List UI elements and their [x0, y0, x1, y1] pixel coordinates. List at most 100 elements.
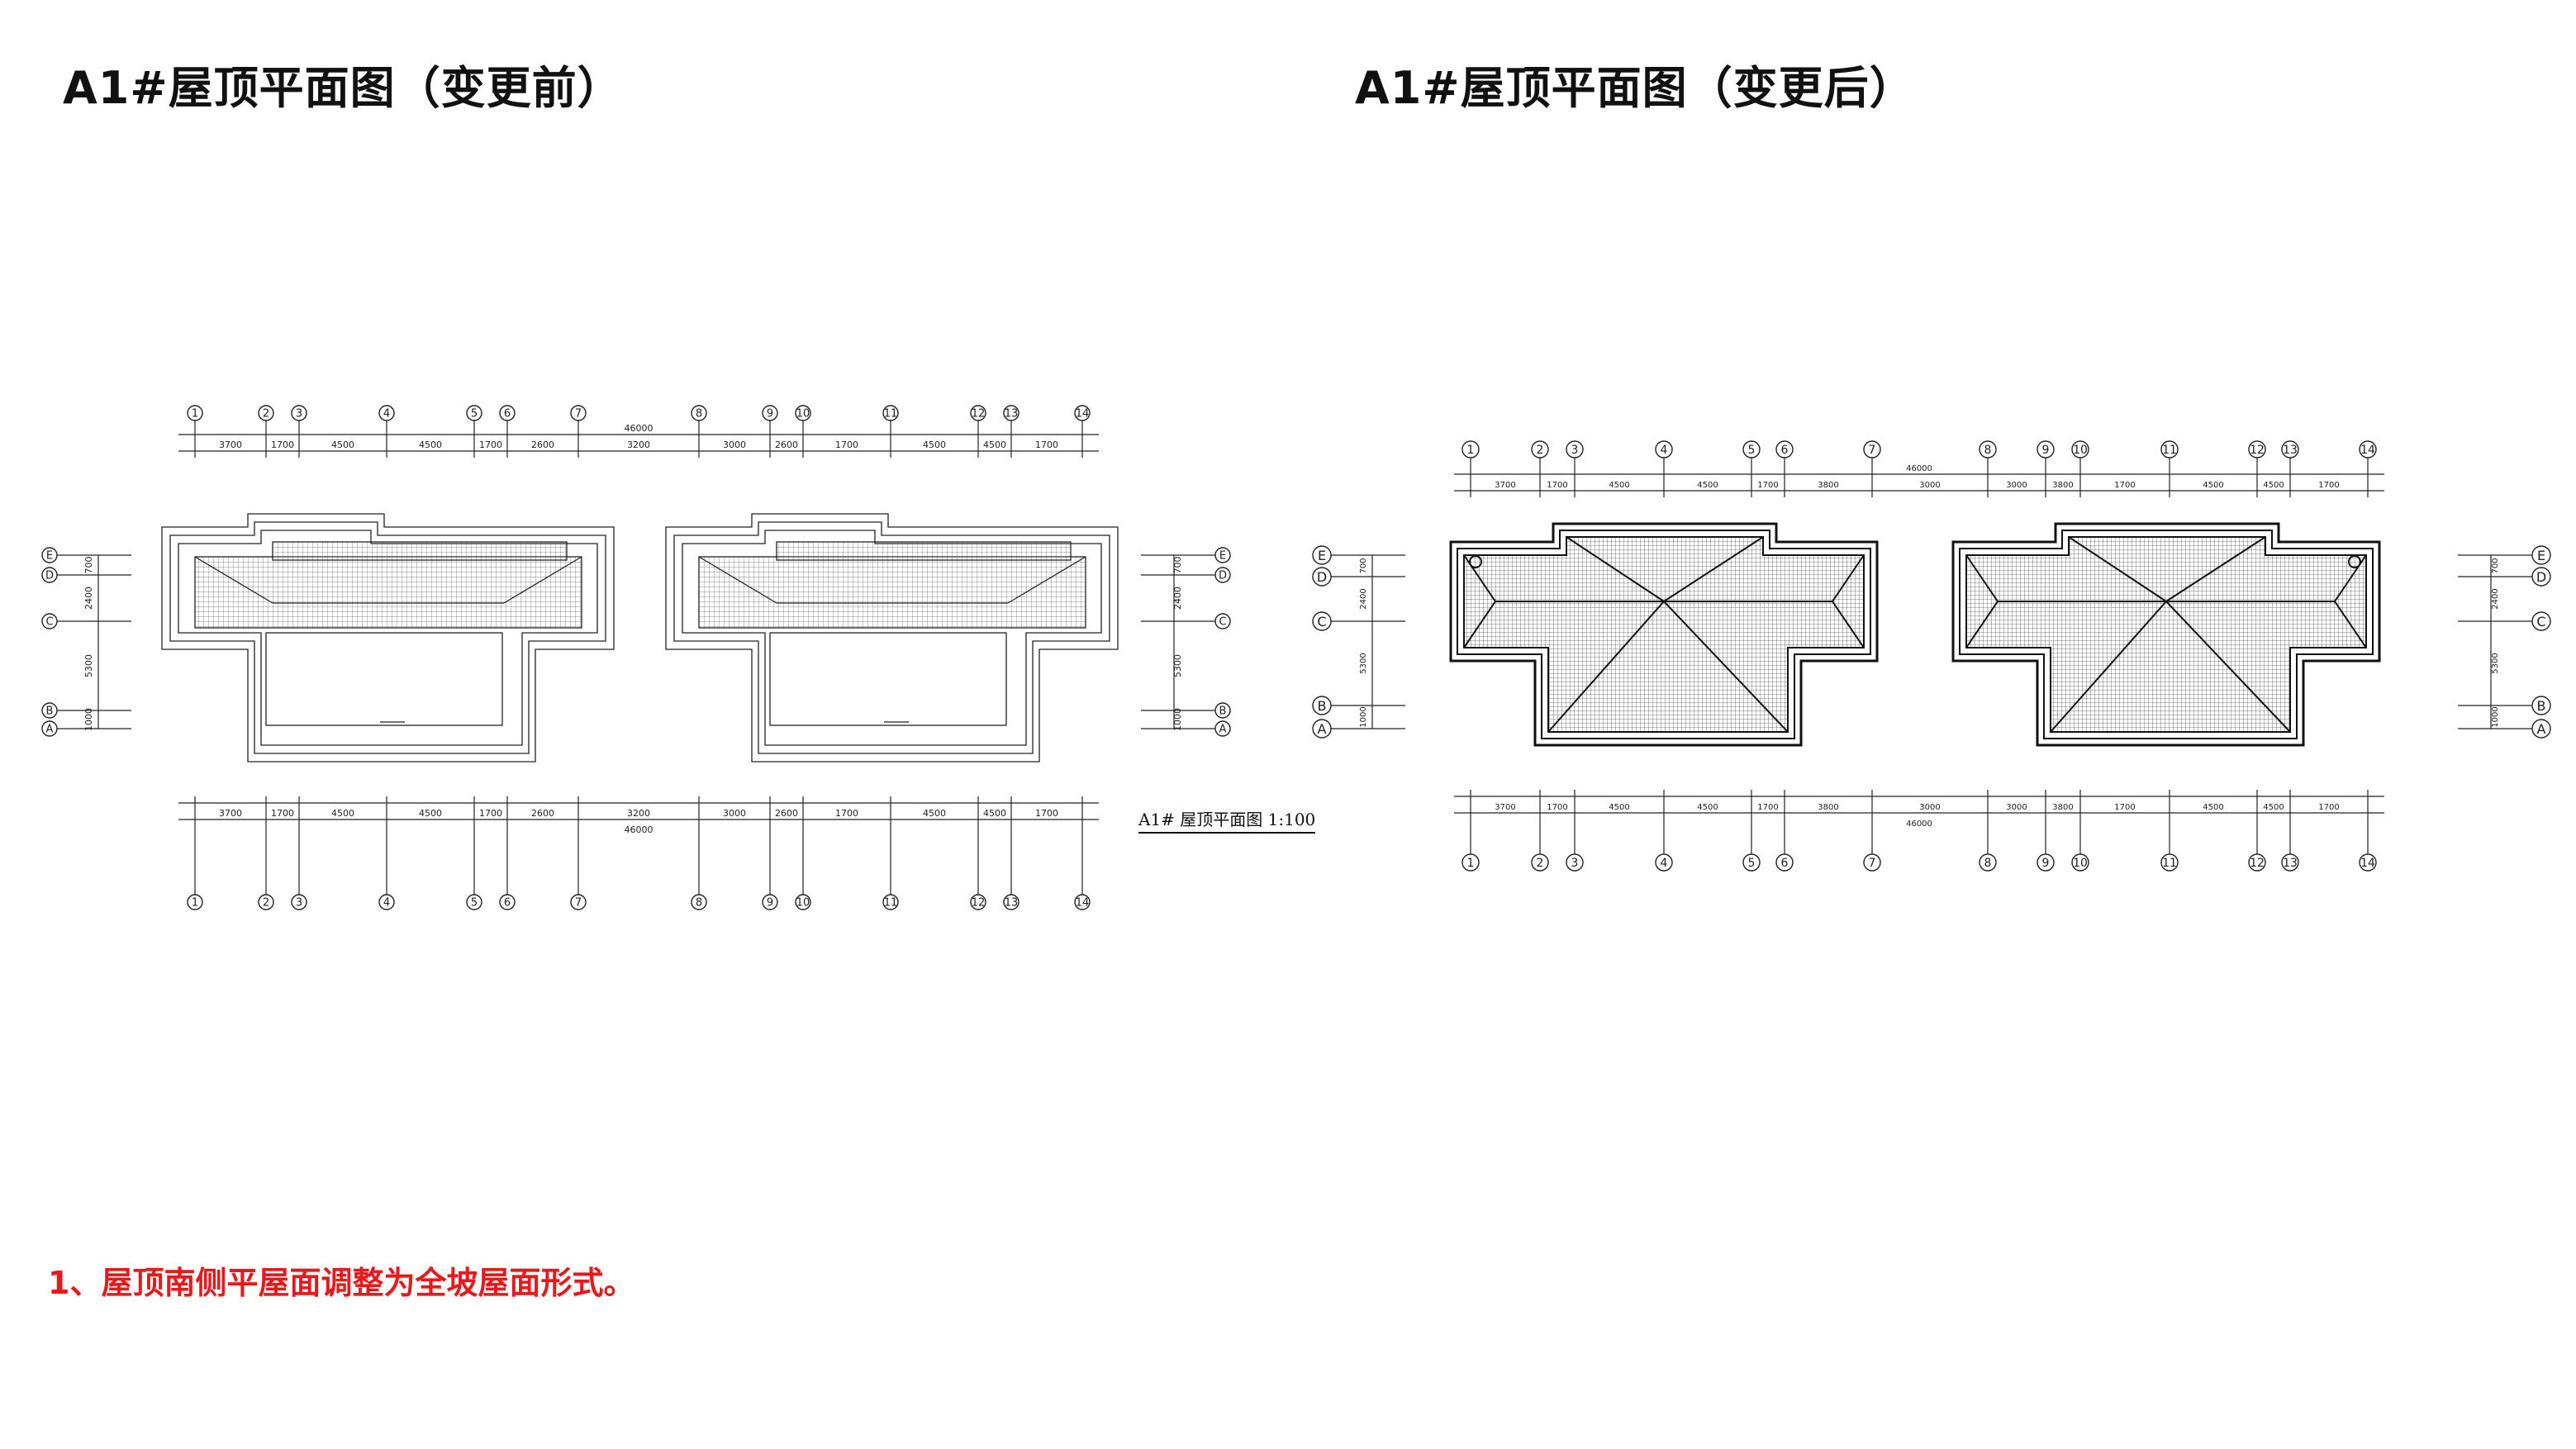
row-dim: 1000	[1172, 708, 1183, 731]
row-dim: 700	[83, 557, 94, 574]
axis-label: 9	[2042, 857, 2050, 870]
segment-dim: 4500	[331, 439, 354, 450]
row-label: B	[46, 705, 54, 718]
segment-dim: 2600	[775, 808, 798, 819]
row-dim: 700	[1172, 557, 1183, 574]
row-bubble	[1312, 611, 1332, 631]
segment-dim: 3000	[2006, 481, 2027, 490]
segment-dim: 1700	[1547, 803, 1567, 812]
row-bubble	[41, 547, 58, 563]
axis-label: 9	[767, 897, 773, 910]
dimension-texts: 3700370017001700450045004500450017001700…	[219, 423, 1058, 835]
row-label: E	[1318, 548, 1326, 563]
segment-dim: 4500	[331, 808, 354, 819]
axis-label: 1	[1467, 857, 1475, 870]
row-bubble	[1214, 547, 1231, 563]
segment-dim: 3800	[1818, 803, 1838, 812]
row-label: E	[2537, 548, 2545, 563]
segment-dim: 2600	[775, 439, 798, 450]
segment-dim: 1700	[479, 439, 502, 450]
segment-dim: 2600	[531, 439, 554, 450]
axis-label: 5	[1748, 857, 1756, 870]
row-label: A	[2537, 721, 2546, 737]
axis-label: 6	[1781, 857, 1789, 870]
axis-label: 2	[1537, 857, 1544, 870]
row-dim: 5300	[1172, 654, 1183, 677]
segment-dim: 4500	[923, 439, 946, 450]
segment-dim: 1700	[1757, 481, 1778, 490]
axis-label: 1	[192, 897, 198, 910]
row-dim: 5300	[2491, 653, 2500, 673]
row-bubble	[41, 702, 58, 719]
axis-label: 6	[504, 408, 511, 420]
row-label: C	[45, 616, 53, 629]
segment-dim: 3800	[2052, 481, 2073, 490]
axis-label: 10	[2073, 444, 2088, 457]
row-label: A	[46, 724, 54, 736]
segment-dim: 3000	[1919, 803, 1940, 812]
axis-label: 8	[1984, 857, 1992, 870]
segment-dim: 3200	[627, 439, 650, 450]
axis-label: 2	[263, 897, 269, 910]
row-dim: 2400	[1359, 588, 1368, 609]
segment-dim: 1700	[2114, 803, 2135, 812]
segment-dim: 1700	[1035, 808, 1058, 819]
axis-label: 8	[1984, 444, 1992, 457]
axis-label: 12	[2250, 857, 2265, 870]
axis-label: 2	[1537, 444, 1544, 457]
row-label: B	[2537, 698, 2546, 714]
row-label: E	[46, 550, 53, 563]
axis-label: 6	[1781, 444, 1789, 457]
segment-dim: 1700	[2318, 803, 2339, 812]
row-dim: 700	[2491, 558, 2500, 573]
row-dim: 1000	[2491, 706, 2500, 727]
before-roof-right	[665, 513, 1119, 763]
segment-dim: 4500	[983, 808, 1006, 819]
dimension-texts: 3700370017001700450045004500450017001700…	[1495, 464, 2339, 829]
segment-dim: 1700	[2318, 481, 2339, 490]
axis-label: 5	[471, 897, 478, 910]
row-dim: 700	[1359, 558, 1368, 573]
total-dim: 46000	[1906, 820, 1932, 829]
row-bubble	[1312, 719, 1332, 739]
segment-dim: 4500	[2263, 803, 2284, 812]
axis-label: 3	[296, 897, 302, 910]
segment-dim: 4500	[1697, 481, 1718, 490]
axis-label: 7	[1869, 444, 1876, 457]
segment-dim: 4500	[2263, 481, 2284, 490]
row-label: D	[45, 570, 54, 582]
segment-dim: 4500	[983, 439, 1006, 450]
row-bubble	[1214, 613, 1231, 629]
segment-dim: 3000	[2006, 803, 2027, 812]
row-bubble	[2531, 611, 2551, 631]
row-dim: 2400	[2491, 588, 2500, 609]
axis-label: 13	[1005, 897, 1019, 910]
row-label: C	[1219, 616, 1226, 629]
after-roof-left	[1449, 522, 1879, 747]
segment-dim: 3000	[723, 808, 746, 819]
segment-dim: 4500	[419, 808, 442, 819]
axis-label: 14	[1076, 897, 1090, 910]
axis-label: 11	[2162, 444, 2177, 457]
segment-dim: 3000	[1919, 481, 1940, 490]
after-roof-right	[1951, 522, 2381, 747]
row-label: E	[1219, 550, 1226, 563]
segment-dim: 4500	[923, 808, 946, 819]
axis-label: 10	[796, 408, 810, 420]
row-bubble	[1214, 567, 1231, 583]
segment-dim: 4500	[1609, 481, 1629, 490]
row-dim: 2400	[1172, 587, 1183, 610]
row-bubble	[2531, 696, 2551, 715]
axis-label: 12	[972, 408, 986, 420]
axis-label: 11	[884, 897, 898, 910]
axis-label: 3	[296, 408, 302, 420]
row-bubble	[1214, 720, 1231, 737]
axis-label: 4	[383, 897, 390, 910]
